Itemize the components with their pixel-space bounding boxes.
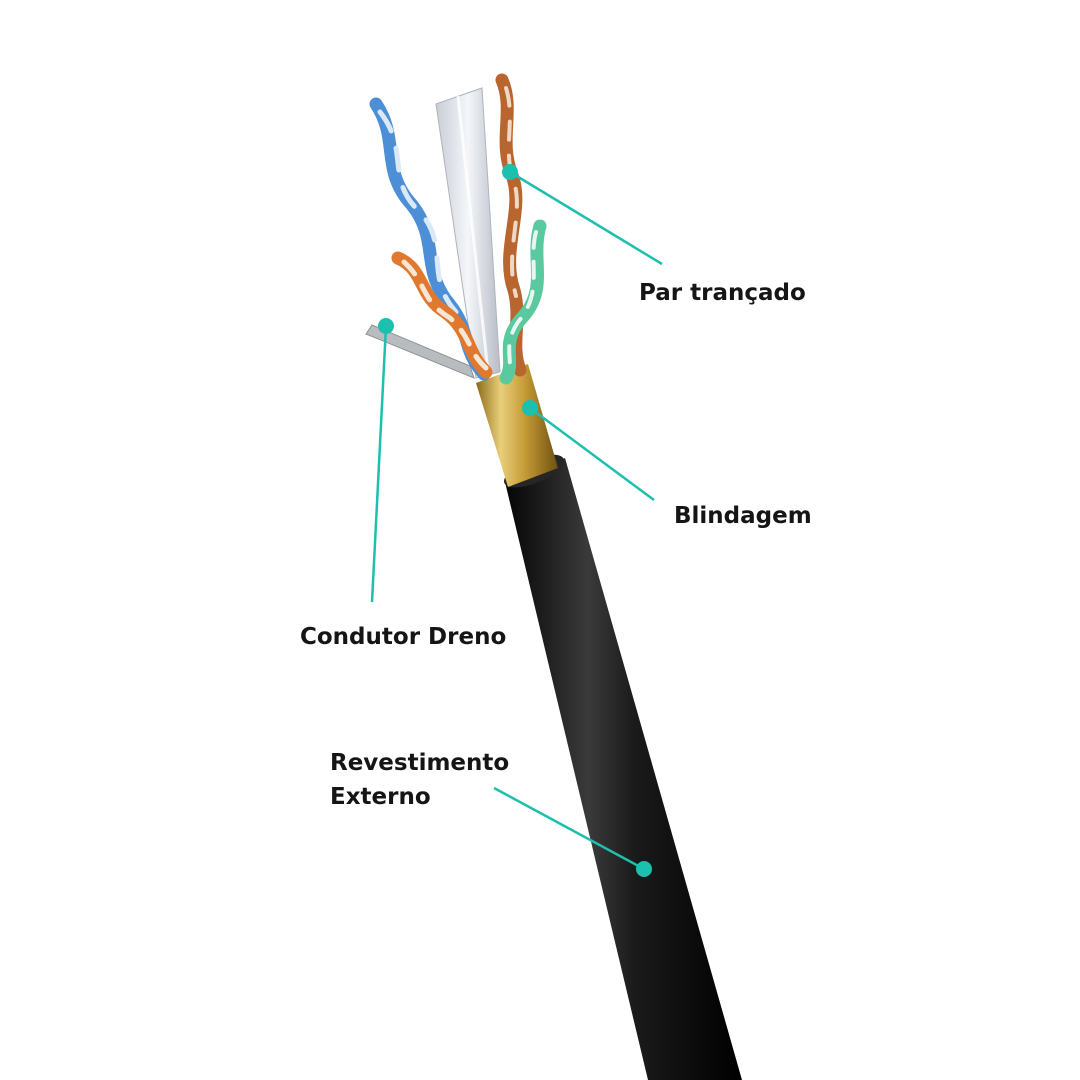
- outer-jacket: [505, 458, 742, 1080]
- callout-dots: [378, 164, 652, 877]
- label-outer-jacket: Revestimento Externo: [330, 746, 509, 814]
- label-twisted-pair: Par trançado: [639, 280, 806, 306]
- leader-twisted-pair: [509, 170, 663, 266]
- foil-shield: [476, 364, 558, 487]
- leader-drain-wire: [370, 325, 388, 603]
- label-shield: Blindagem: [674, 503, 812, 529]
- callout-dot-icon: [636, 861, 652, 877]
- callout-dot-icon: [502, 164, 518, 180]
- green-pair: [499, 219, 547, 385]
- label-drain-wire: Condutor Dreno: [300, 624, 507, 650]
- cable-illustration-icon: [365, 73, 742, 1080]
- callout-dot-icon: [522, 400, 538, 416]
- label-outer-jacket-line1: Revestimento: [330, 750, 510, 776]
- callout-lines: [370, 170, 663, 871]
- leader-outer-jacket: [493, 786, 645, 871]
- cross-spline: [435, 87, 501, 379]
- drain-wire: [365, 324, 475, 379]
- leader-shield: [529, 406, 655, 502]
- callout-dot-icon: [378, 318, 394, 334]
- label-outer-jacket-line2: Externo: [330, 784, 431, 810]
- orange-pair: [391, 251, 493, 379]
